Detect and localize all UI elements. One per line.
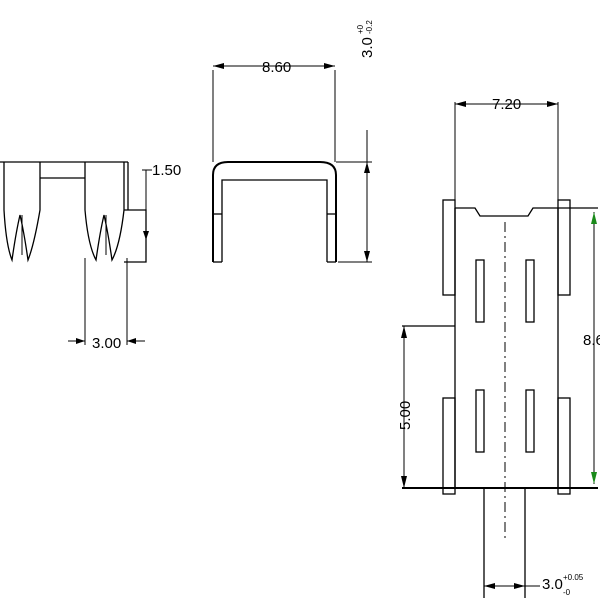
bottom-tol-upper: +0.05	[563, 573, 584, 582]
bottom-label: 3.0	[542, 576, 563, 593]
front-view: 8.60 3.0 +0 -0.2	[212, 20, 376, 263]
top-view: 7.20 8.6 5.00 3.0 +0.05 -0	[397, 96, 600, 598]
front-height-tol-lower: -0.2	[365, 20, 374, 34]
top-height-label: 8.6	[583, 332, 600, 349]
front-width-label: 8.60	[262, 59, 291, 76]
front-height-tol-upper: +0	[356, 24, 365, 34]
side-view: 3.00 1.50	[0, 161, 181, 352]
bottom-tol-lower: -0	[563, 588, 571, 597]
top-width-label: 7.20	[492, 96, 521, 113]
top-spacing-label: 5.00	[397, 401, 414, 430]
side-pitch-label: 3.00	[92, 335, 121, 352]
front-height-label: 3.0	[359, 37, 376, 58]
side-height-label: 1.50	[152, 162, 181, 179]
